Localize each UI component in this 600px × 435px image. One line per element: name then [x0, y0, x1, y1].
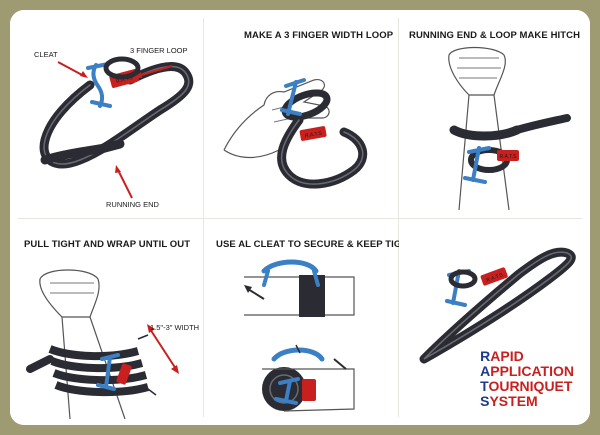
label-running-end: RUNNING END [106, 200, 159, 209]
hand-loop-illustration: R.A.T.S [223, 78, 368, 189]
divider [18, 218, 582, 219]
panel-4-title: PULL TIGHT AND WRAP UNTIL OUT [24, 239, 191, 250]
rats-logo: RAPID APPLICATION TOURNIQUET SYSTEM [480, 349, 574, 409]
coiled-strap-illustration: R.A.T.S [419, 247, 576, 364]
wrap-wrist-illustration [26, 269, 179, 420]
panel-5-secure-cleat: USE AL CLEAT TO SECURE & KEEP TIGHT [204, 219, 414, 425]
panel-6-packed-tourniquet: R.A.T.S RAPID APPLICATION TOURNIQUET SYS… [399, 219, 590, 425]
label-cleat: CLEAT [34, 50, 58, 59]
strap-loop-illustration: R.A.T.S [39, 56, 194, 199]
panel-4-pull-and-wrap: PULL TIGHT AND WRAP UNTIL OUT 1. [10, 219, 203, 425]
logo-word-system: YSTEM [489, 393, 538, 409]
panel-2-title: MAKE A 3 FINGER WIDTH LOOP [244, 30, 394, 41]
divider [203, 18, 204, 417]
logo-cap-t: T [480, 378, 489, 394]
panel-3-title: RUNNING END & LOOP MAKE HITCH [409, 30, 581, 41]
label-3-finger-loop: 3 FINGER LOOP [130, 46, 188, 55]
divider [398, 18, 399, 417]
panel-1-strap-overview: R.A.T.S CLEAT 3 FINGER LOOP RUNNING END [10, 10, 203, 218]
strap-tag-text: R.A.T.S [304, 130, 322, 139]
wrist-hitch-illustration: R.A.T.S [448, 46, 571, 211]
strap-tag-text: R.A.T.S [486, 272, 505, 284]
label-width: 1.5"-3" WIDTH [150, 323, 200, 332]
panel-5-title: USE AL CLEAT TO SECURE & KEEP TIGHT [216, 239, 415, 250]
strap-tag-text: R.A.T.S [500, 154, 518, 160]
panel-3-make-hitch: RUNNING END & LOOP MAKE HITCH R.A.T.S [399, 10, 590, 218]
panel-2-make-loop: MAKE A 3 FINGER WIDTH LOOP R.A.T.S [204, 10, 398, 218]
cleat-secure-illustration [244, 259, 355, 412]
logo-cap-a: A [480, 363, 491, 379]
logo-cap-r: R [480, 348, 491, 364]
strap-tag-text: R.A.T.S [116, 75, 135, 85]
logo-word-application: PPLICATION [490, 363, 574, 379]
logo-cap-s: S [480, 393, 490, 409]
logo-word-tourniquet: OURNIQUET [488, 378, 573, 394]
instruction-board: R.A.T.S CLEAT 3 FINGER LOOP RUNNING END … [10, 10, 590, 425]
logo-word-rapid: APID [490, 348, 524, 364]
